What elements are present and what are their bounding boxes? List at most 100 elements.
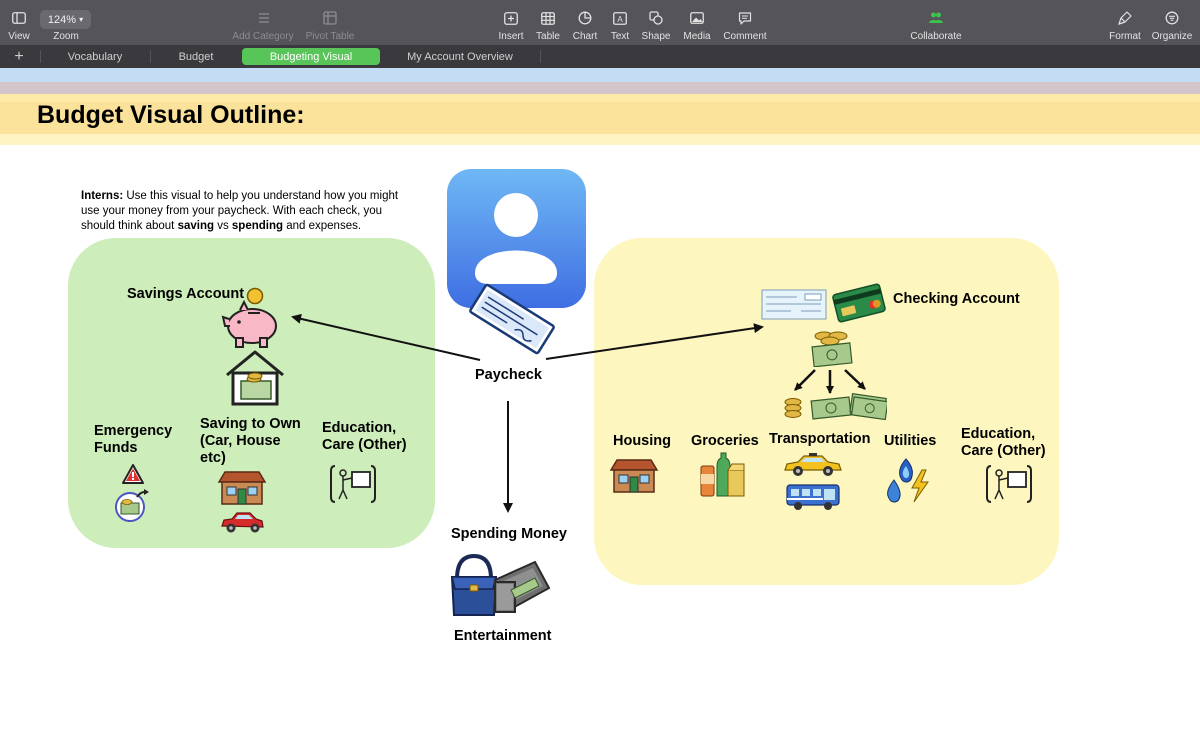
purse-icon	[449, 553, 499, 618]
coins-icon	[781, 397, 805, 419]
shape-label: Shape	[641, 31, 671, 42]
header-bands	[0, 68, 1200, 145]
spending-money-label: Spending Money	[451, 526, 567, 542]
insert-button[interactable]: Insert	[496, 0, 526, 45]
taxi-icon	[782, 453, 844, 477]
shape-icon	[645, 7, 667, 29]
wallet-icon	[491, 556, 553, 616]
plus-icon: +	[14, 47, 24, 65]
house-savings-icon	[224, 349, 286, 407]
organize-label: Organize	[1151, 31, 1193, 42]
text-box-icon: A	[609, 7, 631, 29]
paintbrush-icon	[1114, 7, 1136, 29]
arrow-split-right	[844, 369, 866, 390]
tab-label: Budgeting Visual	[269, 50, 353, 63]
check-icon	[761, 289, 827, 320]
add-sheet-button[interactable]: +	[8, 47, 30, 66]
savings-account-label: Savings Account	[127, 286, 245, 302]
tab-label: Vocabulary	[67, 50, 123, 63]
money-out-icon	[113, 487, 153, 523]
bill-icon	[810, 396, 852, 420]
sidebar-icon	[8, 7, 30, 29]
tab-budget[interactable]: Budget	[160, 48, 232, 65]
zoom-label: Zoom	[53, 31, 79, 42]
intro-label: Interns:	[81, 190, 124, 202]
comment-label: Comment	[723, 31, 767, 42]
collaborate-label: Collaborate	[910, 31, 962, 42]
chevron-down-icon: ▾	[79, 15, 84, 24]
house-icon	[217, 470, 267, 506]
comment-button[interactable]: Comment	[722, 0, 768, 45]
intro-text: Interns: Use this visual to help you und…	[81, 189, 411, 234]
warning-icon	[121, 463, 145, 485]
shape-button[interactable]: Shape	[640, 0, 672, 45]
intro-vs: vs	[217, 220, 229, 232]
comment-icon	[734, 7, 756, 29]
tab-budgeting-visual[interactable]: Budgeting Visual	[242, 48, 380, 65]
add-category-button[interactable]: Add Category	[230, 0, 296, 45]
debit-card-icon	[831, 281, 887, 325]
groceries-label: Groceries	[691, 433, 759, 449]
bills-icon	[849, 392, 889, 421]
text-button[interactable]: A Text	[605, 0, 635, 45]
utilities-label: Utilities	[884, 433, 937, 449]
toolbar: View 124% ▾ Zoom Add Category Pivot Tabl…	[0, 0, 1200, 45]
pivot-table-icon	[319, 7, 341, 29]
savings-education-label: Education, Care (Other)	[322, 420, 407, 453]
table-button[interactable]: Table	[533, 0, 563, 45]
checking-education-label: Education, Care (Other)	[961, 426, 1046, 459]
cash-stack-icon	[808, 329, 854, 368]
piggy-bank-icon	[220, 286, 280, 350]
checking-teacher-icon	[986, 463, 1032, 505]
view-label: View	[8, 31, 30, 42]
zoom-value: 124%	[47, 13, 77, 26]
table-icon	[537, 7, 559, 29]
format-button[interactable]: Format	[1107, 0, 1143, 45]
arrow-split-left	[794, 369, 816, 391]
pivot-table-label: Pivot Table	[305, 31, 355, 42]
media-label: Media	[683, 31, 711, 42]
tab-vocabulary[interactable]: Vocabulary	[52, 48, 138, 65]
bus-icon	[785, 483, 841, 511]
zoom-select[interactable]: 124% ▾	[40, 10, 91, 29]
organize-button[interactable]: Organize	[1150, 0, 1194, 45]
zoom-control: Zoom	[46, 0, 86, 45]
svg-text:A: A	[617, 15, 623, 24]
pivot-table-button[interactable]: Pivot Table	[302, 0, 358, 45]
format-label: Format	[1109, 31, 1141, 42]
intro-saving: saving	[177, 220, 214, 232]
paycheck-label: Paycheck	[475, 367, 542, 383]
view-button[interactable]: View	[4, 0, 34, 45]
paycheck-icon	[466, 283, 558, 355]
emergency-funds-label: Emergency Funds	[94, 423, 173, 456]
photo-icon	[686, 7, 708, 29]
insert-icon	[500, 7, 522, 29]
checking-account-label: Checking Account	[893, 291, 1020, 307]
entertainment-label: Entertainment	[454, 628, 552, 644]
chart-button[interactable]: Chart	[570, 0, 600, 45]
media-button[interactable]: Media	[681, 0, 713, 45]
saving-to-own-label: Saving to Own (Car, House etc)	[200, 416, 301, 466]
intro-end: and expenses.	[286, 220, 362, 232]
add-category-icon	[252, 7, 274, 29]
utilities-icon	[884, 458, 932, 504]
page-title: Budget Visual Outline:	[37, 101, 305, 129]
teacher-icon	[330, 463, 376, 505]
add-category-label: Add Category	[232, 31, 294, 42]
housing-label: Housing	[613, 433, 671, 449]
housing-icon	[609, 458, 659, 494]
chart-icon	[574, 7, 596, 29]
tab-my-account-overview[interactable]: My Account Overview	[394, 48, 526, 65]
collaborate-icon	[925, 7, 947, 29]
collaborate-button[interactable]: Collaborate	[906, 0, 966, 45]
tab-label: My Account Overview	[407, 50, 513, 63]
person-icon	[447, 169, 586, 308]
car-icon	[218, 510, 266, 534]
organize-icon	[1161, 7, 1183, 29]
transportation-label: Transportation	[769, 431, 871, 447]
insert-label: Insert	[498, 31, 524, 42]
arrow-to-savings	[291, 313, 481, 361]
intro-spending: spending	[231, 220, 284, 232]
table-label: Table	[536, 31, 560, 42]
